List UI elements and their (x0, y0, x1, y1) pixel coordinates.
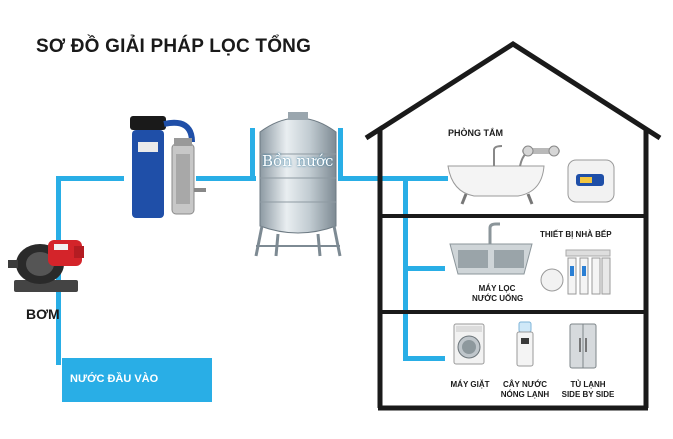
pipe-tank-out (338, 176, 448, 181)
bathroom-label: PHÒNG TẮM (448, 128, 503, 138)
pipe-to-appliances (403, 356, 445, 361)
pipe-pump-to-filter (56, 176, 124, 181)
kitchen-label: THIẾT BỊ NHÀ BẾP (540, 230, 612, 239)
house-outline (364, 41, 662, 411)
pipe-inlet-bottom (56, 325, 61, 365)
dispenser-label-line2: NÓNG LẠNH (500, 390, 550, 399)
pipe-to-kitchen (403, 266, 445, 271)
side-by-side-fridge-icon (569, 323, 597, 369)
bathtub-icon (447, 145, 545, 205)
diagram-title: SƠ ĐỒ GIẢI PHÁP LỌC TỔNG (36, 36, 312, 57)
pipe-filter-to-tank (196, 176, 256, 181)
pump-label: BƠM (26, 306, 60, 322)
water-tank-icon (254, 112, 342, 257)
shower-mixer-icon (522, 145, 560, 157)
water-heater-icon (567, 159, 615, 203)
dispenser-label-line1: CÂY NƯỚC (503, 380, 547, 389)
pump-icon (8, 240, 84, 292)
water-inlet-box (62, 358, 212, 402)
pipe-tank-top-right (338, 128, 343, 180)
kitchen-sink-icon (449, 222, 533, 275)
water-inlet-label: NƯỚC ĐẦU VÀO (70, 373, 159, 385)
fridge-label-line2: SIDE BY SIDE (561, 390, 615, 399)
water-tank-label: Bồn nước (262, 152, 334, 170)
fridge-label-line1: TỦ LẠNH (570, 380, 606, 389)
pipe-tank-top (250, 128, 255, 180)
washer-label: MÁY GIẶT (450, 380, 490, 389)
purifier-label-line2: NƯỚC UỐNG (472, 294, 524, 303)
water-dispenser-icon (516, 321, 534, 367)
washing-machine-icon (453, 323, 485, 365)
filter-housing-icon (130, 116, 206, 218)
purifier-label-line1: MÁY LỌC (478, 284, 516, 293)
water-purifier-icon (540, 249, 611, 295)
